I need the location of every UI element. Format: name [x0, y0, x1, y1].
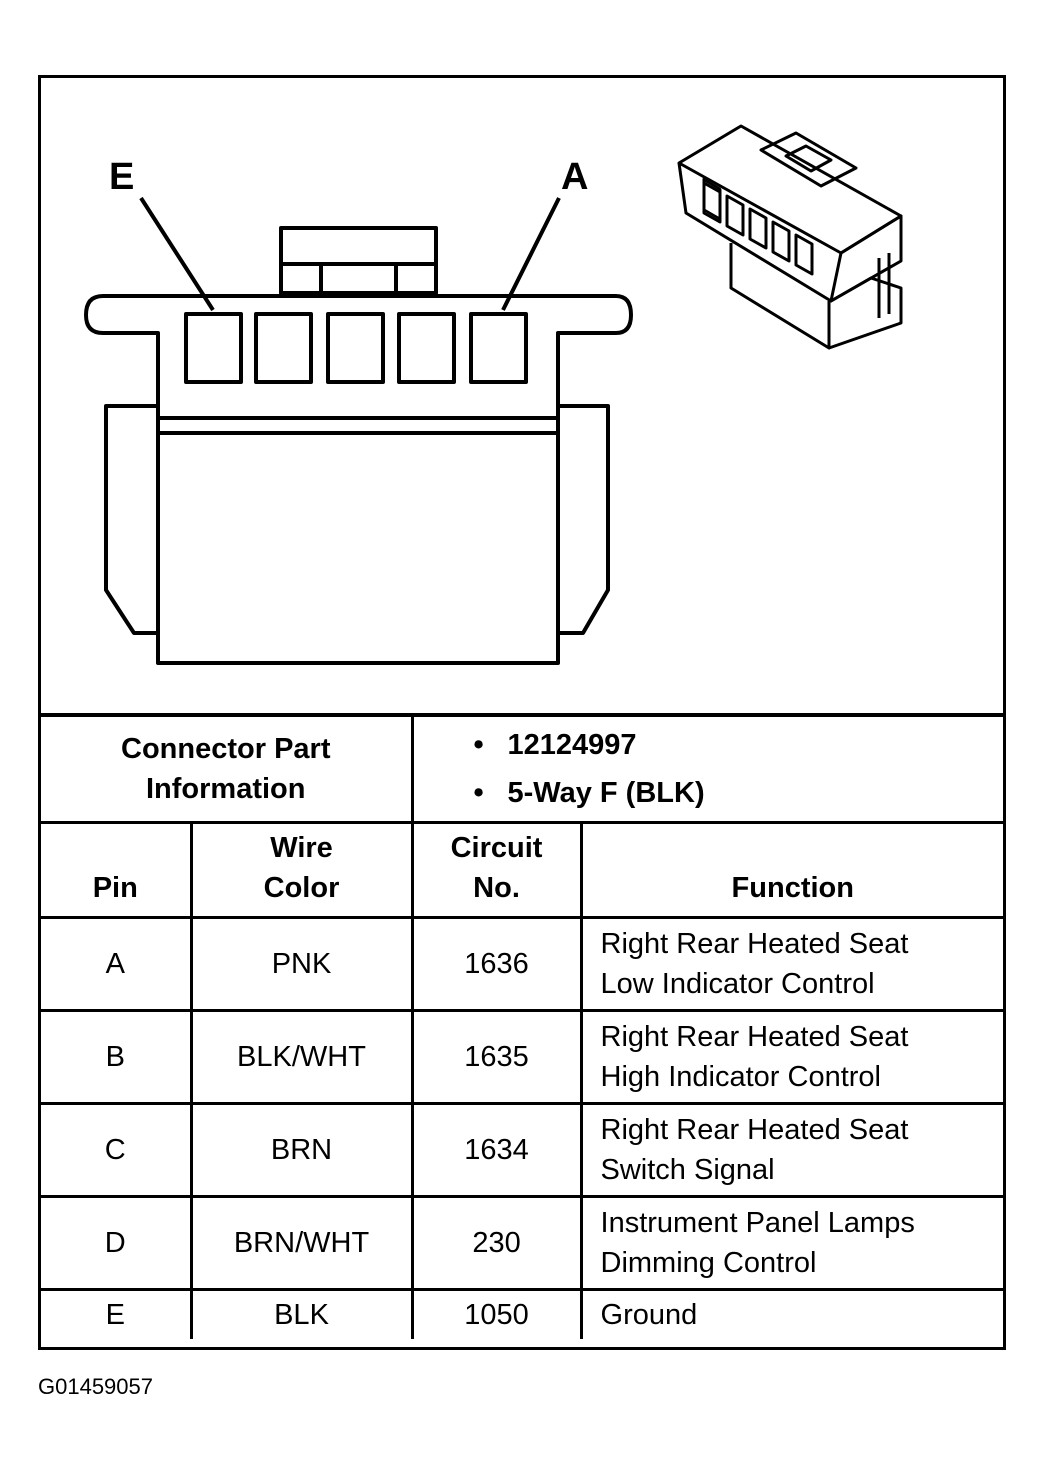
figure-id: G01459057: [38, 1374, 153, 1399]
table-row: E BLK 1050 Ground: [41, 1288, 1004, 1339]
connector-description: 5-Way F (BLK): [507, 777, 705, 809]
header-pin: Pin: [41, 821, 193, 919]
connector-part-info-label: Connector Part Information: [41, 713, 414, 824]
connector-table: Connector Part Information •12124997 •5-…: [41, 713, 1004, 1339]
connector-drawing: [84, 124, 903, 665]
diagram-frame: E A Connector Part Information •12124997…: [38, 75, 1006, 1350]
pin-label-e: E: [109, 156, 135, 198]
connector-part-info-values: •12124997 •5-Way F (BLK): [410, 713, 1004, 824]
connector-part-info-row: Connector Part Information •12124997 •5-…: [41, 713, 1004, 824]
pin-label-a: A: [561, 156, 589, 198]
part-number: 12124997: [507, 729, 637, 761]
header-function: Function: [579, 821, 1004, 919]
